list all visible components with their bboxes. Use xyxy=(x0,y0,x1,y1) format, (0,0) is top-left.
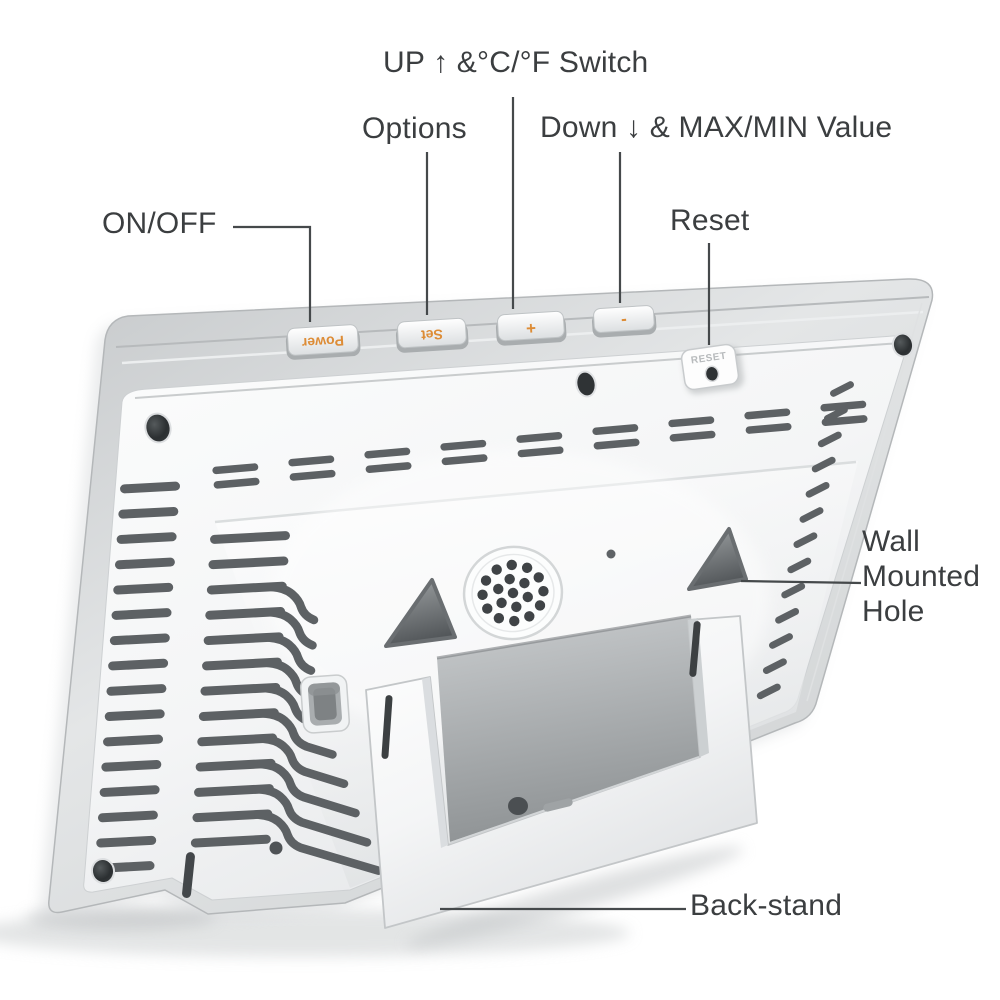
vent-slots-top xyxy=(212,400,868,489)
power-button-label: Power xyxy=(301,333,344,352)
screw-hole-bottom-left xyxy=(90,858,116,884)
minus-button-label: - xyxy=(621,311,628,330)
stand-recess-edge xyxy=(436,614,692,660)
callout-options-label: Options xyxy=(362,112,467,145)
speaker-grille xyxy=(462,545,564,641)
screw-hole-top-right xyxy=(891,332,915,358)
wall-label-line-2: Mounted xyxy=(862,560,981,593)
set-button: Set xyxy=(395,317,469,353)
wall-mount-triangle-right xyxy=(687,527,748,591)
stand-bar-top-edge xyxy=(449,756,700,844)
callout-reset-label: Reset xyxy=(670,204,750,237)
small-hole-bottom xyxy=(269,841,283,855)
vent-slots-left-inner xyxy=(190,531,290,848)
back-stand xyxy=(365,615,758,929)
plus-button: + xyxy=(495,310,567,346)
stand-slit-right xyxy=(689,621,701,677)
wall-label-line-3: Hole xyxy=(862,595,925,628)
stand-inner-left-shade xyxy=(422,677,448,848)
wall-label-line-1: Wall xyxy=(862,525,921,558)
minus-button: - xyxy=(591,305,657,338)
stand-recess xyxy=(437,616,704,842)
callout-wall-mounted-hole-label: Wall Mounted Hole xyxy=(862,524,980,629)
bottom-slot xyxy=(182,852,195,898)
bezel-groove-right xyxy=(806,302,923,702)
callout-back-stand-label: Back-stand xyxy=(690,889,843,922)
reset-plate: RESET xyxy=(680,343,744,395)
reset-plate-label: RESET xyxy=(690,351,727,367)
plus-button-label: + xyxy=(525,318,536,338)
callout-line-wall-hole xyxy=(740,579,862,585)
vent-slots-right-edge xyxy=(756,381,854,700)
sensor-hole xyxy=(606,549,616,559)
power-button: Power xyxy=(285,324,361,360)
panel-top-edge-shadow xyxy=(134,342,902,399)
set-button-label: Set xyxy=(420,326,443,343)
callout-line-onoff xyxy=(233,225,312,322)
side-port xyxy=(300,674,350,734)
top-center-hole xyxy=(575,370,597,398)
wall-mount-triangle-left xyxy=(384,578,457,648)
stand-slot xyxy=(543,798,573,812)
stand-slit-left xyxy=(381,695,393,759)
callout-lines xyxy=(233,97,862,911)
callout-up-switch-label: UP ↑ &°C/°F Switch xyxy=(383,46,649,79)
vent-slots-chevron xyxy=(254,582,383,875)
reset-pinhole xyxy=(704,365,720,383)
screw-hole-top-left xyxy=(144,412,172,444)
stand-hole xyxy=(508,797,528,815)
callout-down-maxmin-label: Down ↓ & MAX/MIN Value xyxy=(540,111,893,144)
callout-onoff-label: ON/OFF xyxy=(102,207,217,240)
